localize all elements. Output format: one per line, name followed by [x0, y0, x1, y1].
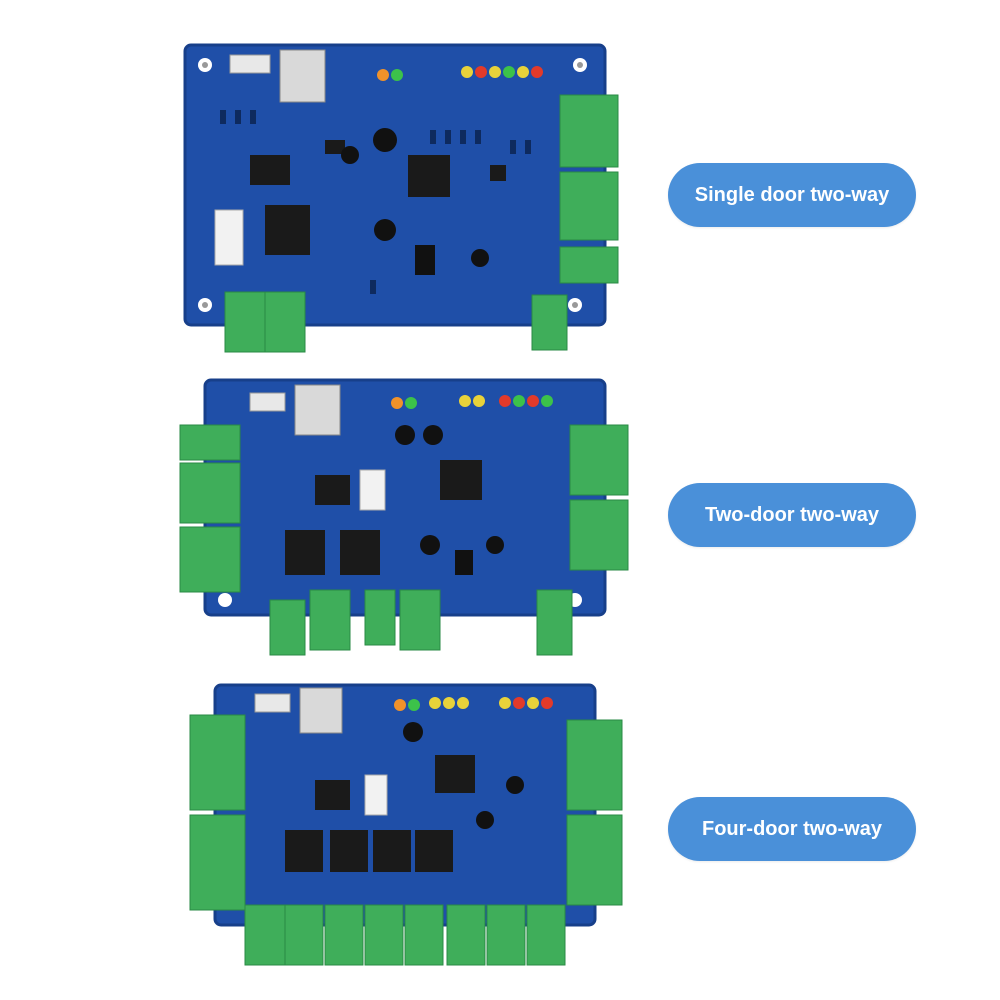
two-door-label: Two-door two-way: [668, 483, 916, 547]
four-door-board-image: [189, 683, 623, 966]
four-door-label: Four-door two-way: [668, 797, 916, 861]
single-door-board-image: [183, 43, 619, 353]
two-door-board-image: [179, 378, 629, 656]
single-door-label: Single door two-way: [668, 163, 916, 227]
